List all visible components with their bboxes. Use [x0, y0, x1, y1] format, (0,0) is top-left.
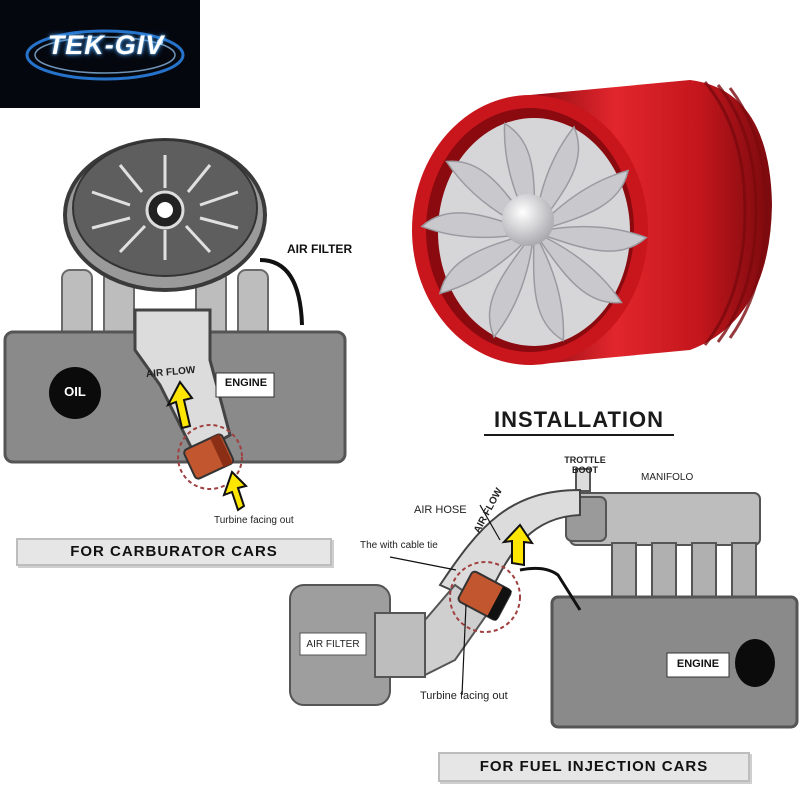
carb-engine-label: ENGINE	[224, 377, 268, 389]
installation-title: INSTALLATION	[484, 406, 674, 436]
logo-swoosh	[25, 29, 185, 81]
fan-hub	[502, 194, 554, 246]
carburator-cars-banner: FOR CARBURATOR CARS	[16, 538, 332, 566]
air-flow-arrow-lower	[222, 470, 248, 512]
logo-text: TEK-GIV	[47, 30, 165, 60]
cable-tie-label: The with cable tie	[360, 540, 438, 551]
fuel-injection-diagram	[289, 468, 799, 729]
air-flow-arrow-upper	[165, 380, 194, 430]
injection-turbine-note: Turbine facing out	[420, 690, 508, 702]
oil-cap	[49, 367, 101, 419]
injection-engine-label: ENGINE	[676, 658, 720, 670]
injection-air-flow-arrow	[501, 523, 535, 567]
carb-turbine-note: Turbine facing out	[214, 515, 294, 526]
carb-oil-label: OIL	[64, 384, 86, 399]
fuel-injection-cars-banner: FOR FUEL INJECTION CARS	[438, 752, 750, 782]
air-hose-label: AIR HOSE	[414, 504, 467, 516]
injection-air-filter-label: AIR FILTER	[306, 639, 360, 650]
carb-air-filter-label: AIR FILTER	[287, 242, 353, 256]
turbo-fan-product-image	[412, 80, 772, 365]
brand-logo: TEK-GIV	[0, 0, 200, 108]
carburator-diagram	[3, 138, 347, 512]
throttle-boot	[575, 468, 591, 492]
throttle-boot-label: TROTTLE BOOT	[564, 455, 606, 475]
manifold-label: MANIFOLO	[641, 472, 694, 483]
